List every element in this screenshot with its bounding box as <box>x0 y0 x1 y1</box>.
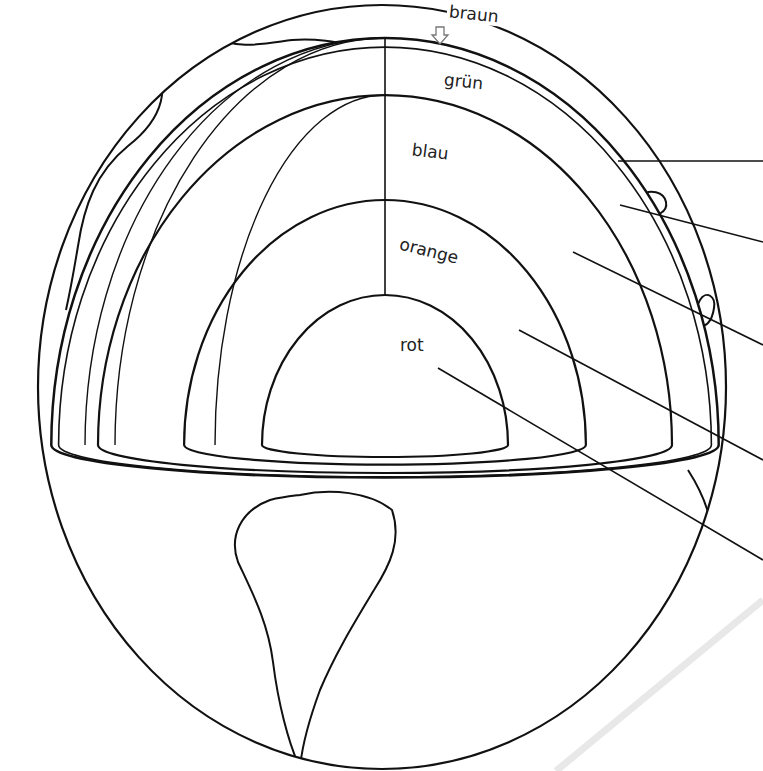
south-america <box>235 492 396 768</box>
cutaway-layers <box>51 38 718 478</box>
layer-label: blau <box>409 140 452 164</box>
globe-outline <box>38 5 726 769</box>
leader-line <box>618 160 763 162</box>
layer-label: braun <box>446 2 501 26</box>
leader-line <box>438 368 763 560</box>
core-boundary <box>262 295 508 457</box>
layer-label: orange <box>396 234 462 268</box>
surface-cut <box>51 38 718 478</box>
left-face-stripe <box>215 95 385 445</box>
leader-line <box>573 252 763 345</box>
pointer-arrow <box>432 27 448 44</box>
leader-line <box>519 330 763 460</box>
left-face-stripe <box>115 38 385 445</box>
leader-lines <box>438 161 763 560</box>
africa-coast <box>650 470 713 730</box>
leader-line <box>620 205 763 242</box>
cut-edge <box>384 38 386 295</box>
layer-label: rot <box>398 336 426 355</box>
left-face-stripe <box>85 38 385 445</box>
watermark-stripe <box>556 600 763 771</box>
layer-label: grün <box>441 70 486 93</box>
